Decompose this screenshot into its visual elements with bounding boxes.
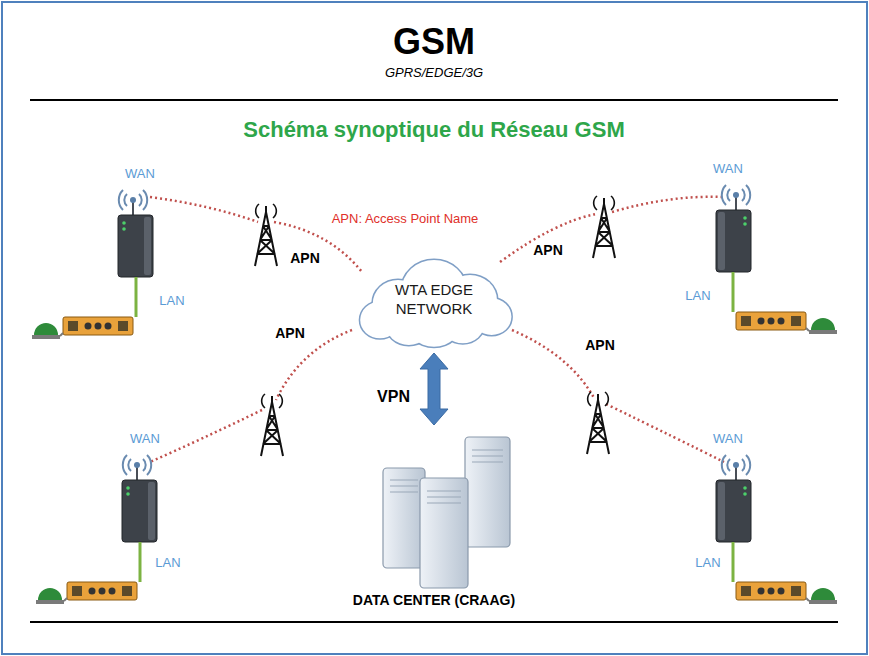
cell-tower bbox=[255, 204, 277, 266]
cell-tower bbox=[587, 392, 609, 454]
rule-line bbox=[30, 99, 838, 101]
lan-label: LAN bbox=[695, 555, 720, 570]
wan-label: WAN bbox=[713, 431, 743, 446]
rule-line bbox=[30, 621, 838, 623]
edge-label: VPN bbox=[377, 388, 410, 406]
subtitle-text: GPRS/EDGE/3G bbox=[385, 65, 483, 80]
datacenter-label: DATA CENTER (CRAAG) bbox=[353, 592, 515, 608]
lan-label: LAN bbox=[685, 288, 710, 303]
wan-label: WAN bbox=[130, 431, 160, 446]
cell-tower bbox=[593, 196, 615, 258]
apn-label: APN bbox=[288, 250, 322, 266]
cloud-node: WTA EDGE NETWORK bbox=[344, 250, 524, 350]
datacenter-node: DATA CENTER (CRAAG) bbox=[339, 425, 529, 610]
wan-label: WAN bbox=[125, 166, 155, 181]
apn-label: APN bbox=[273, 325, 307, 341]
heading-text: Schéma synoptique du Réseau GSM bbox=[243, 117, 624, 143]
station-router bbox=[716, 185, 837, 334]
server-group bbox=[383, 437, 510, 588]
cloud-text: WTA EDGE NETWORK bbox=[379, 281, 489, 319]
lan-label: LAN bbox=[159, 293, 184, 308]
apn-label: APN bbox=[583, 337, 617, 353]
station-router bbox=[716, 455, 837, 604]
legend-note: APN: Access Point Name bbox=[330, 211, 481, 226]
station-router bbox=[32, 190, 153, 339]
apn-label: APN bbox=[531, 242, 565, 258]
title-text: GSM bbox=[393, 21, 475, 63]
cell-tower bbox=[261, 394, 283, 456]
lan-label: LAN bbox=[155, 555, 180, 570]
station-router bbox=[36, 455, 157, 604]
vpn-arrow bbox=[420, 353, 448, 425]
wan-label: WAN bbox=[713, 161, 743, 176]
apn-link bbox=[150, 197, 724, 462]
